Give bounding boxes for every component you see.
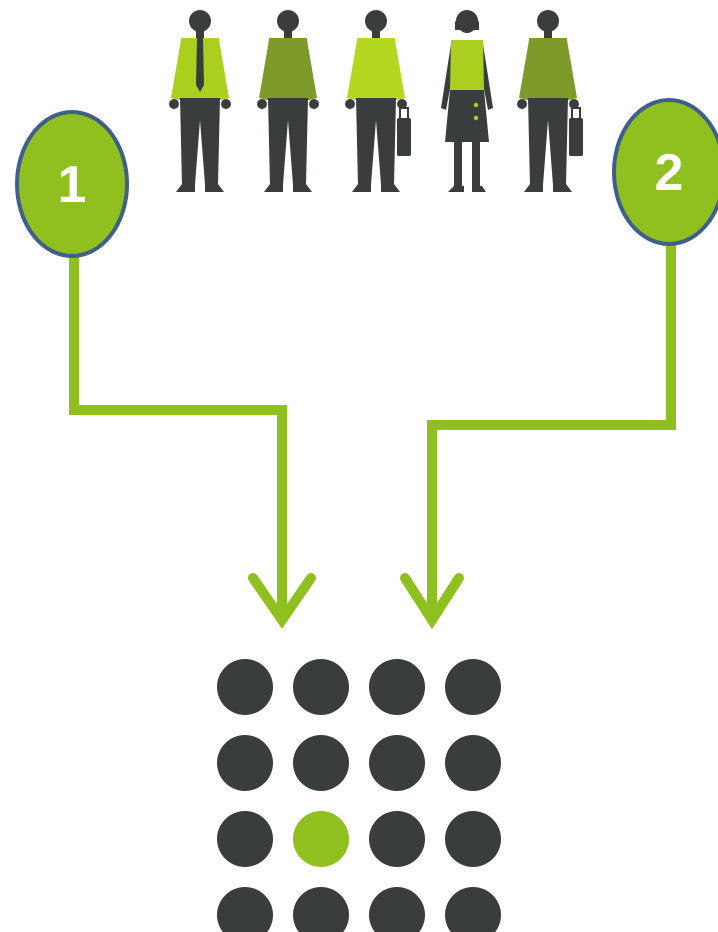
dot-grid (217, 659, 501, 932)
arrowhead-step-2 (400, 573, 464, 630)
grid-dot (369, 735, 425, 791)
person-man-olive-shirt-briefcase-icon (517, 10, 583, 192)
grid-dot (369, 811, 425, 867)
grid-dot (217, 887, 273, 932)
people-group (169, 10, 583, 192)
grid-dot (217, 811, 273, 867)
connector-step-2 (427, 235, 676, 620)
grid-dot (293, 659, 349, 715)
grid-dot (293, 735, 349, 791)
person-man-olive-sweater-icon (257, 10, 319, 192)
grid-dot (445, 811, 501, 867)
grid-dot (445, 659, 501, 715)
grid-dot-highlighted (293, 811, 349, 867)
person-woman-dress-icon (441, 10, 493, 192)
grid-dot (369, 659, 425, 715)
grid-dot (293, 887, 349, 932)
step-badge-2-label: 2 (655, 144, 684, 202)
grid-dot (217, 659, 273, 715)
step-badge-1: 1 (15, 110, 129, 258)
grid-dot (217, 735, 273, 791)
step-badge-2: 2 (612, 98, 718, 246)
connector-step-1 (69, 250, 287, 620)
grid-dot (369, 887, 425, 932)
grid-dot (445, 735, 501, 791)
step-badge-1-label: 1 (58, 156, 87, 214)
arrowhead-step-1 (248, 573, 316, 629)
connectors (69, 235, 676, 630)
person-man-with-tie-icon (169, 10, 231, 192)
grid-dot (445, 887, 501, 932)
person-man-green-shirt-briefcase-icon (345, 10, 411, 192)
